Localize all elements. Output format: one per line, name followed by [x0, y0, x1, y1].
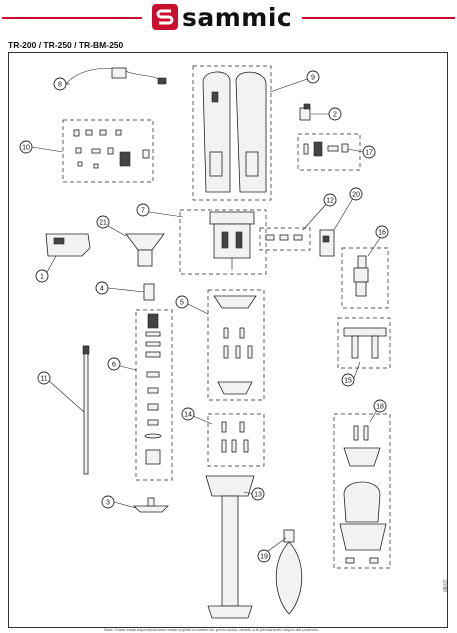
header-rule-right	[302, 17, 455, 19]
callout-label: 3	[106, 500, 110, 507]
part-blade-carrier	[337, 317, 391, 369]
callout-label: 19	[260, 554, 268, 561]
part-funnel-adapter	[125, 233, 165, 267]
callout-15: 15	[341, 373, 355, 387]
callout-label: 15	[344, 378, 352, 385]
callout-label: 4	[100, 286, 104, 293]
part-foot-tube	[205, 475, 255, 619]
callout-label: 1	[40, 274, 44, 281]
part-mixing-bowl-kit	[333, 413, 391, 569]
part-whisk	[275, 529, 303, 615]
part-seal-kit	[135, 309, 173, 481]
callout-label: 21	[99, 220, 107, 227]
part-blade	[133, 497, 169, 513]
callout-label: 7	[141, 208, 145, 215]
callout-16: 16	[375, 225, 389, 239]
callout-label: 6	[112, 362, 116, 369]
callout-label: 20	[352, 192, 360, 199]
callout-21: 21	[96, 215, 110, 229]
exploded-view-diagram: 8 9 2 10 17 7 12 20 21 16 1 4 5 6 11 15 …	[19, 65, 391, 619]
callout-label: 11	[40, 376, 47, 383]
callout-label: 8	[58, 82, 62, 89]
callout-label: 12	[326, 198, 334, 205]
callout-label: 10	[22, 145, 30, 152]
callout-label: 13	[254, 492, 262, 499]
part-speed-control	[45, 233, 91, 257]
callout-17: 17	[362, 145, 376, 159]
part-electronic-card	[319, 229, 335, 257]
callout-label: 14	[184, 412, 192, 419]
callout-12: 12	[323, 193, 337, 207]
part-coupling	[341, 247, 389, 309]
part-motor-housing	[192, 65, 272, 201]
callout-19: 19	[257, 549, 271, 563]
part-brush-set	[259, 227, 311, 251]
header-rule-left	[2, 17, 142, 19]
callout-20: 20	[349, 187, 363, 201]
brand-name: sammic	[182, 2, 293, 32]
callout-8: 8	[53, 77, 67, 91]
part-electronic-kit	[297, 133, 361, 171]
sammic-logo-icon	[152, 4, 178, 30]
callout-label: 9	[311, 75, 315, 82]
leader-lines	[31, 76, 381, 555]
callout-5: 5	[175, 295, 189, 309]
callout-label: 17	[365, 150, 373, 157]
diagram-frame	[8, 52, 448, 628]
callout-9: 9	[306, 70, 320, 84]
callout-11: 11	[37, 371, 51, 385]
callout-14: 14	[181, 407, 195, 421]
footer-note: Nota: Todas estas especificaciones están…	[104, 627, 319, 632]
callout-2: 2	[328, 107, 342, 121]
part-transmission-kit	[207, 289, 265, 401]
part-power-cable	[65, 67, 167, 85]
callout-label: 16	[378, 230, 386, 237]
part-drive-shaft	[82, 345, 90, 475]
callout-13: 13	[251, 487, 265, 501]
document-code: 08/07	[443, 579, 449, 592]
part-bushing	[143, 283, 155, 301]
callout-1: 1	[35, 269, 49, 283]
part-motor-unit	[179, 209, 267, 275]
callout-label: 2	[333, 112, 337, 119]
callout-4: 4	[95, 281, 109, 295]
callout-label: 5	[180, 300, 184, 307]
callout-6: 6	[107, 357, 121, 371]
callout-10: 10	[19, 140, 33, 154]
callout-18: 18	[373, 399, 387, 413]
part-switch-kit	[62, 119, 154, 183]
part-sealing-kit	[207, 413, 265, 467]
callout-7: 7	[136, 203, 150, 217]
brand-logo: sammic	[152, 2, 293, 32]
document-header: sammic	[0, 0, 457, 36]
callout-3: 3	[101, 495, 115, 509]
model-line: TR-200 / TR-250 / TR-BM-250	[8, 40, 124, 50]
part-switch-bracket	[299, 103, 311, 121]
callout-label: 18	[376, 404, 384, 411]
